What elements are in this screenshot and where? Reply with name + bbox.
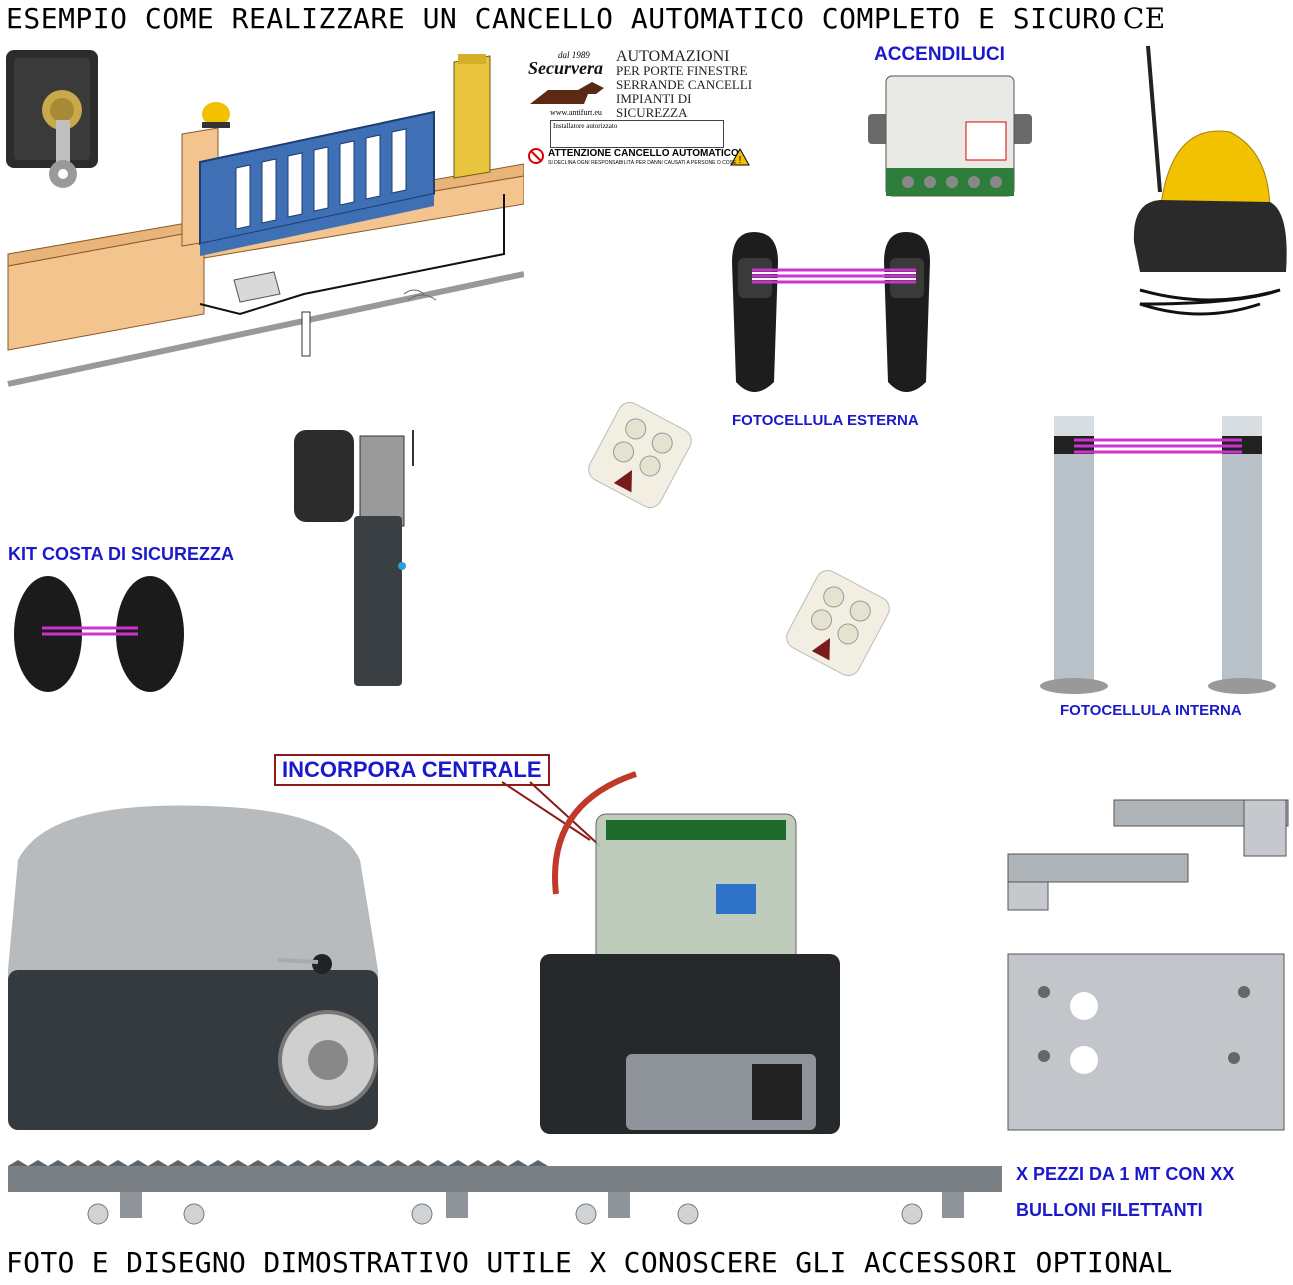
remote-control-image: [588, 402, 692, 508]
mounting-brackets-image: [1007, 799, 1289, 1131]
page-title: ESEMPIO COME REALIZZARE UN CANCELLO AUTO…: [6, 2, 1166, 35]
remote-control-image: [786, 570, 890, 676]
accendiluci-label: ACCENDILUCI: [874, 44, 1005, 65]
ce-mark: CE: [1122, 2, 1166, 35]
control-board-image: [540, 771, 840, 1134]
fotocellula-esterna-label: FOTOCELLULA ESTERNA: [732, 412, 919, 429]
no-entry-icon: [528, 148, 544, 164]
securvera-logo: dal 1989 Securvera AUTOMAZIONI PER PORTE…: [522, 48, 754, 168]
logo-brand: Securvera: [528, 58, 603, 78]
kit-costa-label: KIT COSTA DI SICUREZZA: [8, 544, 234, 564]
rack-description-line2: BULLONI FILETTANTI: [1016, 1200, 1203, 1220]
warning-triangle-icon: !: [730, 148, 750, 166]
logo-since: dal 1989: [558, 50, 590, 60]
receiver-module-image: [294, 430, 414, 686]
gate-diagram-image: [7, 54, 524, 387]
dog-logo-icon: [530, 82, 604, 104]
rack-description-line1: X PEZZI DA 1 MT CON XX: [1016, 1164, 1235, 1184]
warning-title: ATTENZIONE CANCELLO AUTOMATICO: [548, 148, 739, 159]
flashing-lamp-image: [1133, 45, 1287, 316]
logo-website: www.antifurt.eu: [550, 108, 602, 117]
logo-line: PER PORTE FINESTRE: [616, 63, 748, 78]
incorpora-centrale-label: INCORPORA CENTRALE: [274, 754, 550, 786]
svg-text:!: !: [739, 155, 742, 166]
logo-line: SERRANDE CANCELLI: [616, 77, 753, 92]
sliding-gate-motor-image: [8, 805, 378, 1130]
installer-label: Installatore autorizzato: [553, 122, 618, 130]
safety-edge-kit-image: [14, 576, 184, 692]
internal-photocell-columns-image: [1040, 416, 1276, 694]
warning-sub: SI DECLINA OGNI RESPONSABILITÀ PER DANNI…: [548, 160, 737, 166]
logo-line: AUTOMAZIONI: [616, 48, 730, 65]
footer-caption: FOTO E DISEGNO DIMOSTRATIVO UTILE X CONO…: [6, 1246, 1173, 1279]
key-selector-image: [6, 50, 98, 188]
light-switch-module-image: [868, 75, 1032, 197]
gear-rack-image: [8, 1160, 1002, 1225]
external-photocell-image: [732, 232, 930, 392]
logo-line: IMPIANTI DI SICUREZZA: [616, 91, 692, 120]
callout-lines: [501, 781, 601, 847]
fotocellula-interna-label: FOTOCELLULA INTERNA: [1060, 702, 1242, 719]
